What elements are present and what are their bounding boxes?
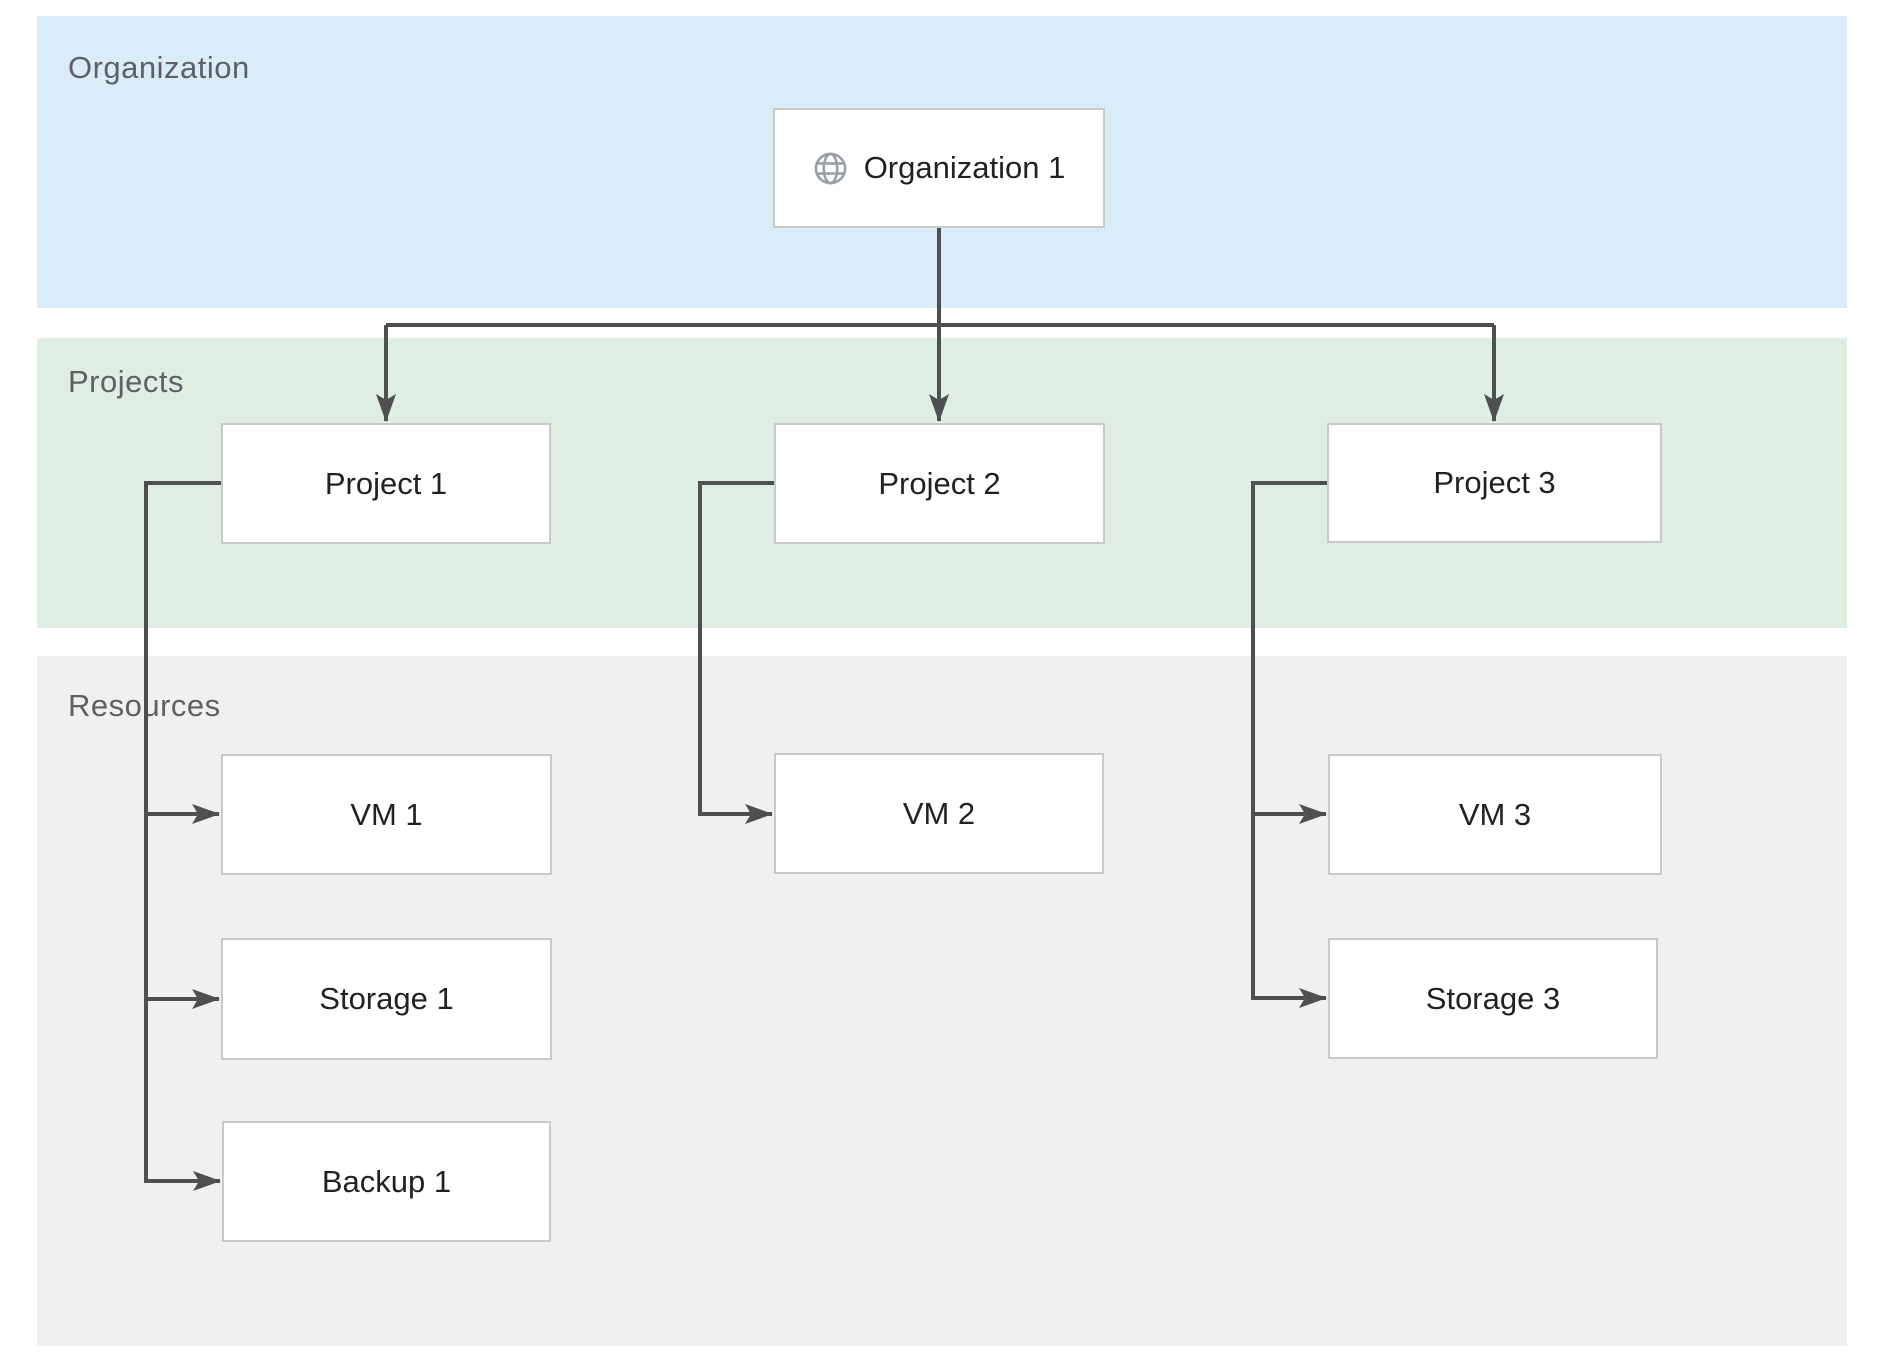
node-label: VM 2 bbox=[902, 795, 976, 831]
node-project-2: Project 2 bbox=[774, 423, 1105, 544]
band-label-projects: Projects bbox=[68, 364, 184, 399]
node-label: Backup 1 bbox=[321, 1163, 452, 1199]
node-vm-2: VM 2 bbox=[774, 753, 1104, 874]
node-label: Project 1 bbox=[324, 465, 448, 501]
node-backup-1: Backup 1 bbox=[222, 1121, 551, 1242]
node-label: Storage 1 bbox=[319, 981, 454, 1016]
node-label: VM 3 bbox=[1458, 796, 1532, 832]
node-organization-1: Organization 1 bbox=[773, 108, 1105, 228]
globe-icon bbox=[814, 152, 847, 184]
edge-project1-backup1 bbox=[144, 481, 221, 1191]
node-project-1: Project 1 bbox=[221, 423, 551, 544]
node-label: VM 1 bbox=[350, 796, 423, 832]
node-label: Project 2 bbox=[878, 465, 1001, 501]
node-vm-1: VM 1 bbox=[221, 754, 552, 875]
node-label: Project 3 bbox=[1433, 465, 1556, 500]
node-label: Organization 1 bbox=[863, 150, 1066, 185]
node-label: Storage 3 bbox=[1425, 980, 1561, 1016]
edge-project2-vm2 bbox=[698, 481, 774, 824]
node-vm-3: VM 3 bbox=[1328, 754, 1662, 875]
node-project-3: Project 3 bbox=[1327, 423, 1662, 543]
node-storage-3: Storage 3 bbox=[1328, 938, 1658, 1059]
node-storage-1: Storage 1 bbox=[221, 938, 552, 1060]
edge-project3-storage3 bbox=[1251, 481, 1327, 1008]
band-label-organization: Organization bbox=[68, 50, 250, 85]
